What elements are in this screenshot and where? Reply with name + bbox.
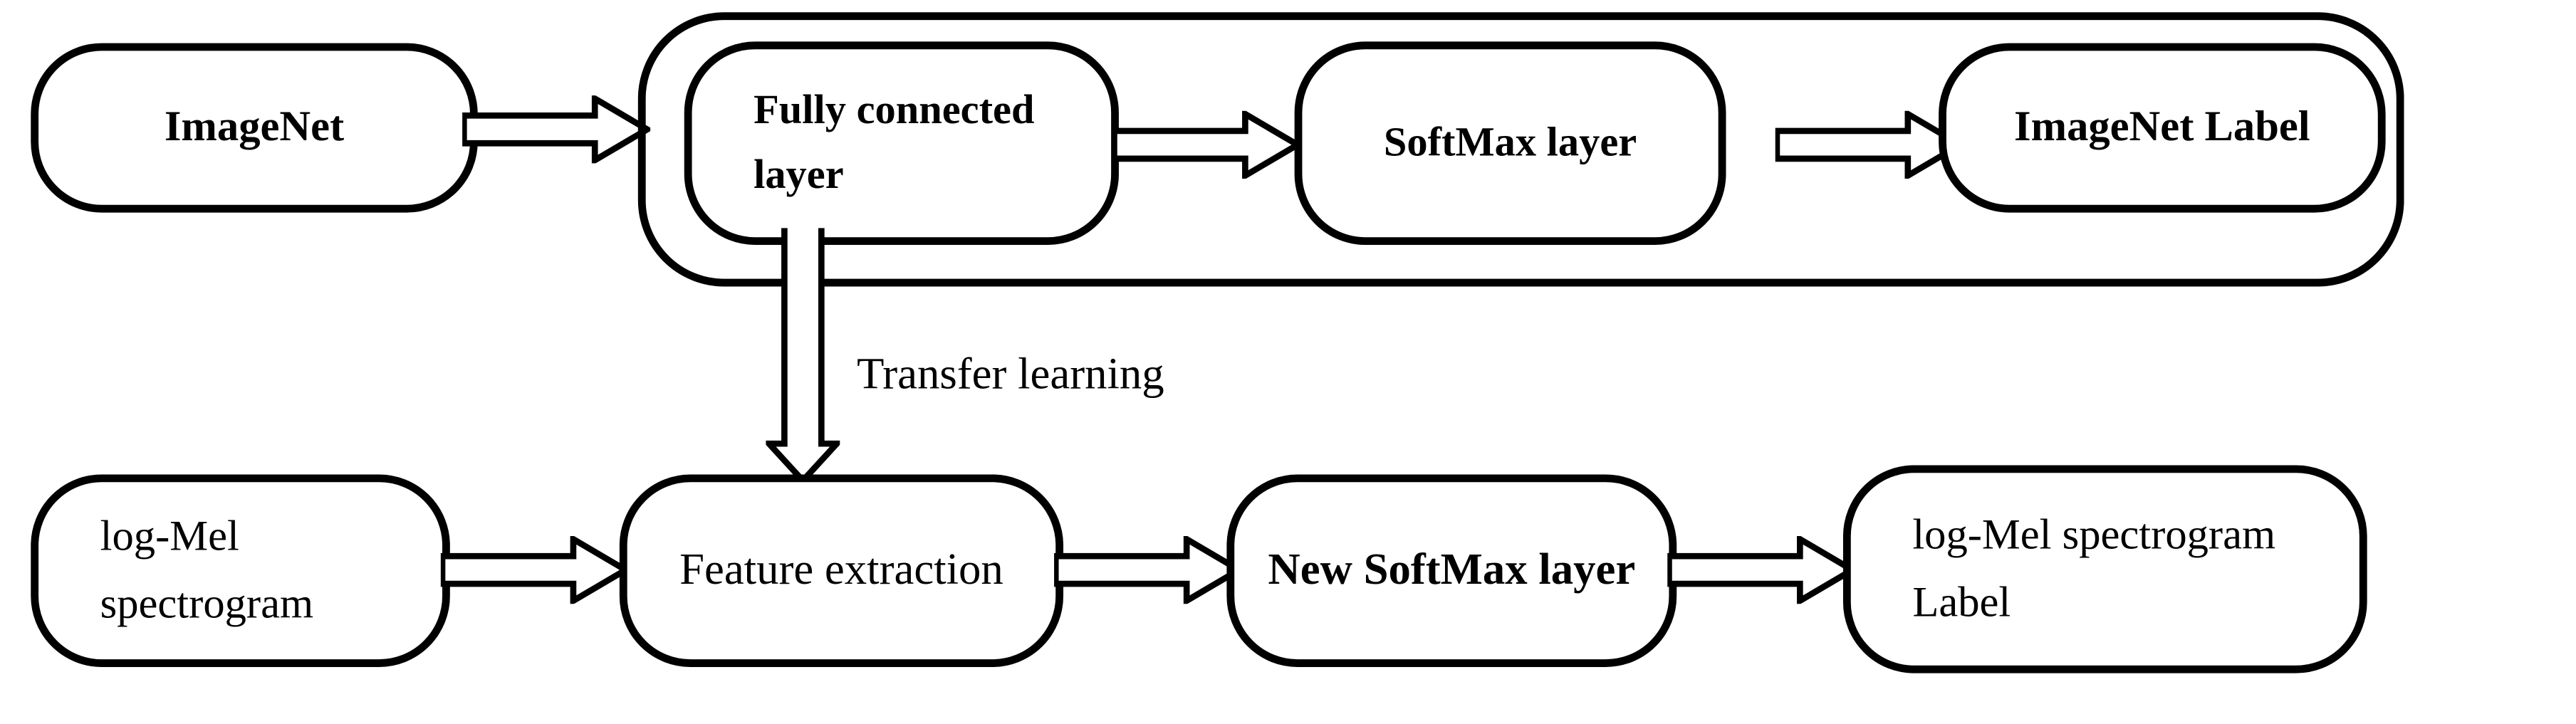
node-log-mel-spectrogram-label: log-Mel spectrogram [100,513,314,628]
arrow-feature-extraction-to-new-softmax [1054,536,1243,604]
node-new-softmax-layer[interactable]: New SoftMax layer [1226,474,1677,667]
node-log-mel-spectrogram-label-output[interactable]: log-Mel spectrogram Label [1842,465,2367,673]
arrow-fc-to-softmax [1112,110,1301,179]
arrow-transfer-learning [766,228,840,484]
node-feature-extraction-label: Feature extraction [679,545,1003,595]
arrow-softmax-to-imagenet-label [1775,110,1964,179]
node-imagenet-label: ImageNet [164,103,345,152]
diagram-canvas: ImageNet Fully connected layer SoftMax l… [31,12,2404,673]
node-softmax-layer[interactable]: SoftMax layer [1294,41,1726,246]
group-pretrained-network [637,12,2404,287]
node-new-softmax-layer-label: New SoftMax layer [1268,545,1636,595]
node-feature-extraction[interactable]: Feature extraction [619,474,1064,667]
arrow-spectrogram-to-feature-extraction [440,536,629,604]
node-imagenet-label-output-label: ImageNet Label [2014,103,2310,152]
node-log-mel-spectrogram-label-output-label: log-Mel spectrogram Label [1912,511,2276,626]
node-softmax-layer-label: SoftMax layer [1383,118,1637,165]
node-log-mel-spectrogram[interactable]: log-Mel spectrogram [31,474,450,667]
node-imagenet-label-output[interactable]: ImageNet Label [1939,43,2386,213]
arrow-new-softmax-to-log-mel-label [1667,536,1856,604]
node-imagenet[interactable]: ImageNet [31,43,478,213]
node-fully-connected-layer[interactable]: Fully connected layer [684,41,1119,246]
node-fully-connected-layer-label: Fully connected layer [753,86,1035,197]
arrow-imagenet-to-group [462,95,651,164]
edge-label-transfer-learning: Transfer learning [857,350,1164,399]
